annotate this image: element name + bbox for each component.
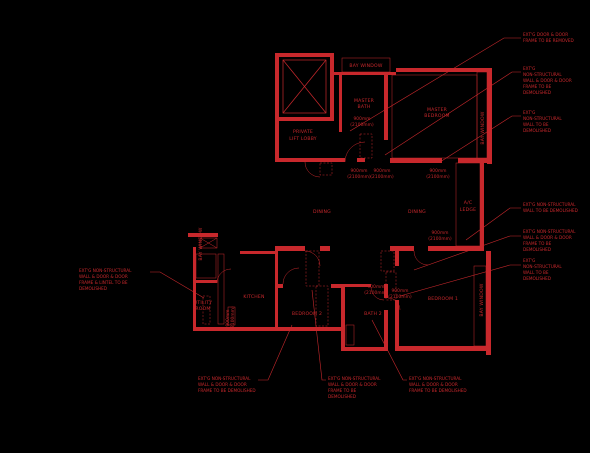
note-10-line-3: FRAME TO BE DEMOLISHED	[409, 388, 467, 393]
note-9-line-1: EXT'G NON-STRUCTURAL	[328, 376, 381, 381]
label-bay-window-small: BAY WINDOW	[198, 227, 204, 260]
label-master-bedroom-2: BEDROOM	[424, 113, 449, 119]
dim-900-master-bath: 900mm	[353, 116, 370, 122]
note-6-line-1: EXT'G	[523, 258, 535, 263]
label-bay-window-bedroom1: BAY WINDOW	[479, 283, 485, 316]
note-5-line-1: EXT'G NON-STRUCTURAL	[523, 229, 576, 234]
note-9-line-4: DEMOLISHED	[328, 394, 356, 399]
note-5-line-4: DEMOLISHED	[523, 247, 551, 252]
dim-900-dining: 900mm	[431, 230, 448, 236]
note-10-line-1: EXT'G NON-STRUCTURAL	[409, 376, 462, 381]
note-2-line-1: EXT'G	[523, 66, 535, 71]
label-utility-1: UTILITY	[194, 300, 212, 306]
dim-2100-bedroom1: (2100mm)	[388, 294, 412, 300]
linework	[195, 57, 488, 347]
dim-900-bedroom1: 900mm	[391, 288, 408, 294]
note-2-line-2: NON-STRUCTURAL	[523, 72, 562, 77]
dim-900-bath2: 900mm	[367, 284, 384, 290]
note-4-line-2: WALL TO BE DEMOLISHED	[523, 208, 578, 213]
dim-2100-master-bath: (2100mm)	[350, 122, 374, 128]
note-7-line-3: FRAME & LINTEL TO BE	[79, 280, 128, 285]
dim-2100-bath2: (2100mm)	[364, 290, 388, 296]
note-2-line-3: WALL & DOOR & DOOR	[523, 78, 572, 83]
note-5-line-2: WALL & DOOR & DOOR	[523, 235, 572, 240]
dim-2100-kitchen: (2100mm)	[230, 306, 236, 330]
dim-900-master-1: 900mm	[350, 168, 367, 174]
note-3-line-2: NON-STRUCTURAL	[523, 116, 562, 121]
label-bay-window-right: BAY WINDOW	[480, 111, 486, 144]
label-ac-ledge-1: A/C	[464, 200, 473, 206]
note-8-line-1: EXT'G NON-STRUCTURAL	[198, 376, 251, 381]
label-ac-ledge-2: LEDGE	[460, 207, 476, 213]
dim-2100-master-2: (2100mm)	[370, 174, 394, 180]
note-10-line-2: WALL & DOOR & DOOR	[409, 382, 458, 387]
note-4-line-1: EXT'G NON-STRUCTURAL	[523, 202, 576, 207]
label-lift-lobby-1: PRIVATE	[293, 129, 313, 135]
note-3-line-3: WALL TO BE	[523, 122, 549, 127]
label-dining-left: DINING	[313, 209, 331, 215]
label-bath-2: BATH 2	[364, 311, 382, 317]
dim-2100-dining: (2100mm)	[428, 236, 452, 242]
note-3-line-4: DEMOLISHED	[523, 128, 551, 133]
label-utility-2: ROOM	[195, 306, 210, 312]
label-master-bedroom-1: MASTER	[427, 107, 448, 113]
dim-2100-master-3: (2100mm)	[426, 174, 450, 180]
annotations: EXT'G DOOR & DOOR FRAME TO BE REMOVED EX…	[79, 32, 578, 399]
label-bedroom-2: BEDROOM 2	[292, 311, 322, 317]
note-8-line-3: FRAME TO BE DEMOLISHED	[198, 388, 256, 393]
note-6-line-2: NON-STRUCTURAL	[523, 264, 562, 269]
note-8-line-2: WALL & DOOR & DOOR	[198, 382, 247, 387]
dimension-labels: 900mm (2100mm) 900mm (2100mm) 900mm (210…	[225, 116, 452, 330]
room-labels: BAY WINDOW MASTER BATH MASTER BEDROOM BA…	[194, 63, 486, 317]
note-2-line-4: FRAME TO BE	[523, 84, 552, 89]
note-9-line-2: WALL & DOOR & DOOR	[328, 382, 377, 387]
note-9-line-3: FRAME TO BE	[328, 388, 357, 393]
note-7-line-1: EXT'G NON-STRUCTURAL	[79, 268, 132, 273]
label-master-bath-2: BATH	[358, 104, 371, 110]
dim-900-kitchen: 900mm	[225, 309, 231, 326]
label-master-bath-1: MASTER	[354, 98, 375, 104]
dim-900-master-2: 900mm	[373, 168, 390, 174]
note-2-line-5: DEMOLISHED	[523, 90, 551, 95]
dim-2100-master-1: (2100mm)	[347, 174, 371, 180]
note-5-line-3: FRAME TO BE	[523, 241, 552, 246]
note-1-line-2: FRAME TO BE REMOVED	[523, 38, 574, 43]
note-7-line-4: DEMOLISHED	[79, 286, 107, 291]
leader-lines	[150, 37, 521, 381]
dim-900-master-3: 900mm	[429, 168, 446, 174]
note-7-line-2: WALL & DOOR & DOOR	[79, 274, 128, 279]
label-lift-lobby-2: LIFT LOBBY	[289, 136, 317, 142]
walls	[188, 53, 492, 355]
label-kitchen: KITCHEN	[243, 294, 264, 300]
note-6-line-3: WALL TO BE	[523, 270, 549, 275]
note-6-line-4: DEMOLISHED	[523, 276, 551, 281]
note-3-line-1: EXT'G	[523, 110, 535, 115]
note-1-line-1: EXT'G DOOR & DOOR	[523, 32, 568, 37]
label-bay-window-top: BAY WINDOW	[349, 63, 382, 69]
label-bedroom-1: BEDROOM 1	[428, 296, 458, 302]
label-dining-right: DINING	[408, 209, 426, 215]
